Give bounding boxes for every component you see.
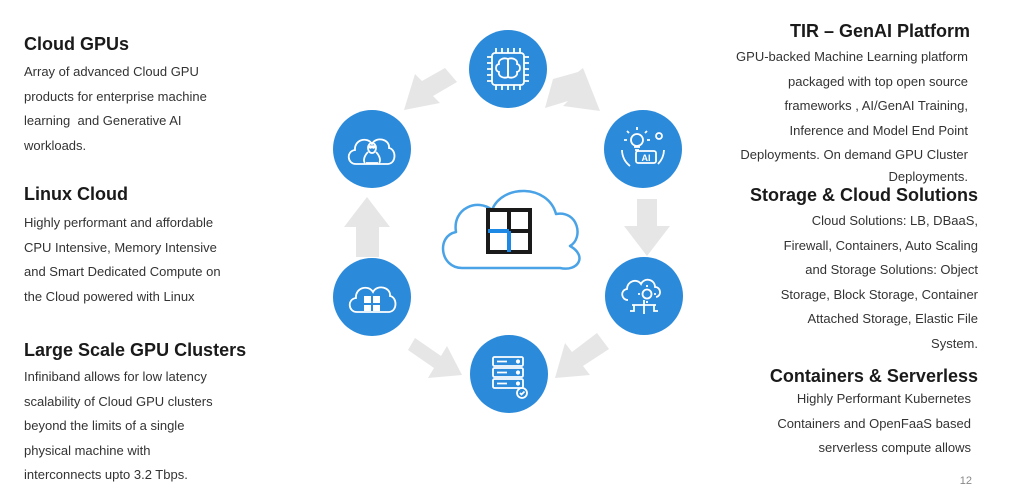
linux-cloud-line: Highly performant and affordable xyxy=(24,215,214,230)
linux-cloud-line: and Smart Dedicated Compute on xyxy=(24,264,221,279)
tir-section: TIR – GenAI Platform GPU-backed Machine … xyxy=(690,21,970,168)
cloud-gpus-line: Array of advanced Cloud GPU xyxy=(24,64,199,79)
tir-line: frameworks , AI/GenAI Training, xyxy=(784,98,968,113)
arrow-bottom-right xyxy=(555,333,609,378)
brain-chip-icon xyxy=(487,48,529,90)
node-cloud-solutions xyxy=(605,257,683,335)
containers-line: Containers and OpenFaaS based xyxy=(777,415,971,431)
cloud-gear-icon xyxy=(621,278,661,314)
cloud-windows-icon xyxy=(348,286,397,313)
tir-title: TIR – GenAI Platform xyxy=(789,21,970,41)
gpu-clusters-line: interconnects upto 3.2 Tbps. xyxy=(24,467,188,482)
page-number: 12 xyxy=(959,475,972,487)
storage-section: Storage & Cloud Solutions Cloud Solution… xyxy=(678,185,978,356)
linux-cloud-line: CPU Intensive, Memory Intensive xyxy=(24,239,217,255)
tir-line: Inference and Model End Point xyxy=(789,122,968,138)
arrow-right-down xyxy=(624,199,670,256)
cloud-gpus-line: products for enterprise machine xyxy=(24,88,207,104)
service-cycle-diagram: AI xyxy=(333,30,683,413)
arrow-top-left xyxy=(404,68,457,110)
ai-badge-text: AI xyxy=(642,153,651,163)
arrow-left-up xyxy=(344,197,390,257)
storage-line: Firewall, Containers, Auto Scaling xyxy=(783,237,978,253)
node-ai-chip xyxy=(469,30,547,108)
tir-line: packaged with top open source xyxy=(788,73,968,89)
cycle-arrows xyxy=(344,68,670,378)
center-cloud xyxy=(441,189,581,270)
tir-line: GPU-backed Machine Learning platform xyxy=(736,49,968,64)
linux-cloud-title: Linux Cloud xyxy=(24,184,128,204)
node-ai-platform: AI xyxy=(604,110,682,188)
storage-title: Storage & Cloud Solutions xyxy=(750,185,978,205)
linux-cloud-section: Linux Cloud Highly performant and afford… xyxy=(24,184,284,309)
gpu-clusters-line: beyond the limits of a single xyxy=(24,418,185,433)
server-rack-icon xyxy=(492,356,528,399)
gpu-clusters-section: Large Scale GPU Clusters Infiniband allo… xyxy=(24,340,284,488)
node-windows-cloud xyxy=(333,258,411,336)
cloud-linux-icon xyxy=(347,138,396,165)
cloud-gpus-line: workloads. xyxy=(24,137,87,153)
storage-line: Attached Storage, Elastic File xyxy=(807,311,978,326)
storage-line: and Storage Solutions: Object xyxy=(805,262,978,277)
node-linux-cloud xyxy=(333,110,411,188)
node-servers xyxy=(470,335,548,413)
gpu-clusters-line: physical machine with xyxy=(24,442,151,458)
gpu-clusters-line: Infiniband allows for low latency xyxy=(24,369,207,384)
cloud-gpus-title: Cloud GPUs xyxy=(24,34,130,54)
containers-line: serverless compute allows xyxy=(818,440,971,455)
containers-title: Containers & Serverless xyxy=(769,366,978,386)
arrow-top-right xyxy=(545,68,600,111)
storage-line: Storage, Block Storage, Container xyxy=(780,286,978,302)
linux-cloud-line: the Cloud powered with Linux xyxy=(24,288,195,304)
tir-line: Deployments. On demand GPU Cluster xyxy=(740,147,968,162)
containers-line: Highly Performant Kubernetes xyxy=(796,391,971,406)
storage-line: System. xyxy=(931,335,978,351)
company-logo xyxy=(486,208,532,254)
ai-bulb-icon: AI xyxy=(621,127,665,167)
cloud-gpus-section: Cloud GPUs Array of advanced Cloud GPU p… xyxy=(24,34,284,158)
containers-section: Containers & Serverless Highly Performan… xyxy=(678,366,978,461)
arrow-bottom-left xyxy=(408,338,462,378)
storage-line: Cloud Solutions: LB, DBaaS, xyxy=(811,213,978,228)
tir-line: Deployments. xyxy=(888,169,968,184)
cloud-gpus-line: learning and Generative AI xyxy=(24,113,182,128)
gpu-clusters-title: Large Scale GPU Clusters xyxy=(24,340,247,360)
gpu-clusters-line: scalability of Cloud GPU clusters xyxy=(24,393,213,409)
